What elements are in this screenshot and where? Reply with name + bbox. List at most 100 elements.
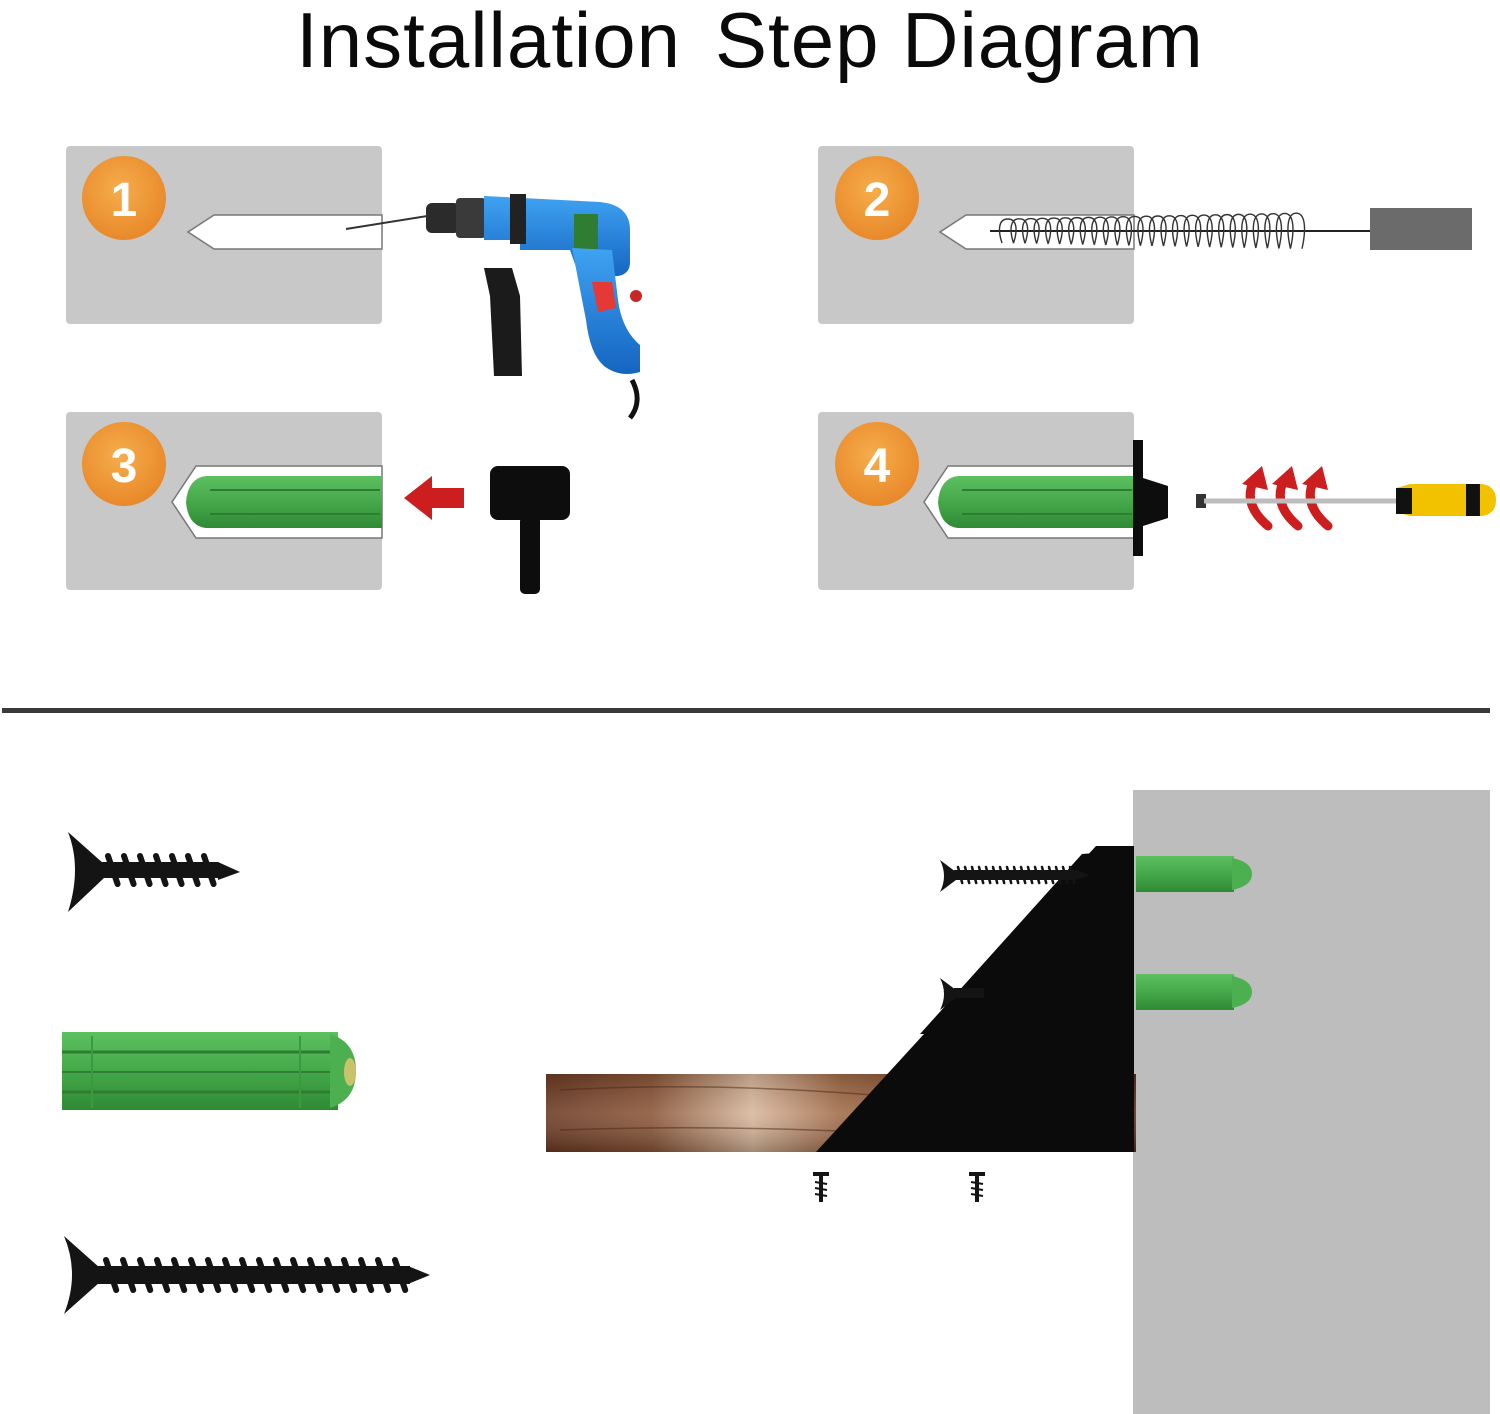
screw-thread [103,1257,120,1293]
step-1-drill-hole [186,214,383,250]
screw-thread [1047,865,1055,885]
step-3-badge: 3 [82,422,166,506]
screw-thread [121,853,137,887]
step-2-badge-circle [835,156,919,240]
screw-thread [137,1257,154,1293]
screw-thread [222,1257,239,1293]
wall [1133,790,1490,1414]
step-4-screw-head [1143,478,1168,526]
screw-thread [256,1257,273,1293]
assembly-wall-anchor-top [1136,856,1252,892]
screw-thread [188,1257,205,1293]
screw-thread [991,865,999,885]
brush-icon [990,208,1472,250]
screw-thread [1054,865,1062,885]
assembly-screw-top [940,860,1090,892]
screw-thread [392,1257,409,1293]
title-word-step-diagram: Step Diagram [715,0,1204,84]
drill-side-handle [484,268,522,376]
screw-thread [120,1257,137,1293]
screw-thread [341,1257,358,1293]
screw-thread [375,1257,392,1293]
screw-thread [169,853,185,887]
step-4-bracket-plate [1133,440,1143,556]
hammer-handle [520,516,540,594]
drill-icon [426,194,642,420]
screw-thread [324,1257,341,1293]
hammer-head [490,466,570,520]
step-3-badge-circle [82,422,166,506]
small-screw-left [813,1172,829,1202]
screw-thread [1068,865,1076,885]
drill-depth-ring [510,194,526,244]
screw-thread [205,1257,222,1293]
drill-chuck [426,203,460,233]
screw-thread [153,853,169,887]
drill-switch [630,290,642,302]
step-1-badge: 1 [82,156,166,240]
screw-thread [1019,865,1027,885]
drill-cord [627,378,640,420]
screw-threads [103,1257,409,1293]
screw-thread [1061,865,1069,885]
screwdriver-icon [1196,484,1496,516]
screw-threads [105,853,217,887]
wall-anchor-icon [938,476,1134,528]
screw-thread [1005,865,1013,885]
step-2: 2 [818,146,1472,324]
screw-thread [185,853,201,887]
step-3-number: 3 [111,440,138,493]
step-1-badge-circle [82,156,166,240]
screw-thread [307,1257,324,1293]
assembly-view [546,790,1490,1414]
screw-thread [970,865,978,885]
screw-thread [977,865,985,885]
drill-collar [456,198,486,238]
hammer-icon [490,466,570,594]
screw-thread [1040,865,1048,885]
step-1: 1 [66,146,642,420]
screw-thread [171,1257,188,1293]
screw-thread [201,853,217,887]
wall-anchor-icon [186,476,382,528]
brush-handle [1370,208,1472,250]
screw-thread [984,865,992,885]
brush-bristles [998,212,1306,249]
step-4-anchor [938,476,1134,528]
short-screw [68,832,240,912]
screw-thread [956,865,964,885]
screw-icon [64,1236,100,1314]
screw-thread [1012,865,1020,885]
screw-thread [963,865,971,885]
drill-grip [572,248,640,374]
drill-trigger [592,282,616,312]
screw-icon [68,832,104,912]
step-4-badge-circle [835,422,919,506]
title-word-installation: Installation [296,0,682,84]
assembly-wall-anchor-bottom [1136,974,1252,1010]
step-1-number: 1 [111,174,138,227]
wall-anchor-icon [62,1032,356,1110]
step-2-badge: 2 [835,156,919,240]
section-divider [2,708,1490,713]
step-4-number: 4 [864,440,891,493]
screw-thread [290,1257,307,1293]
page-title: Installation Step Diagram [0,0,1500,84]
screw-thread [358,1257,375,1293]
step-3-anchor [186,476,382,528]
step-3: 3 [66,412,570,594]
screw-thread [273,1257,290,1293]
screw-thread [105,853,121,887]
screw-thread [137,853,153,887]
screw-thread [154,1257,171,1293]
rotate-arrows-icon [1242,466,1333,531]
drill-bit [345,213,441,230]
assembly-screw-bottom [940,978,984,1010]
screw-thread [239,1257,256,1293]
step-4-badge: 4 [835,422,919,506]
long-screw [64,1236,430,1314]
step-4: 4 [818,412,1496,590]
screw-thread [1033,865,1041,885]
drill-label [574,214,598,254]
